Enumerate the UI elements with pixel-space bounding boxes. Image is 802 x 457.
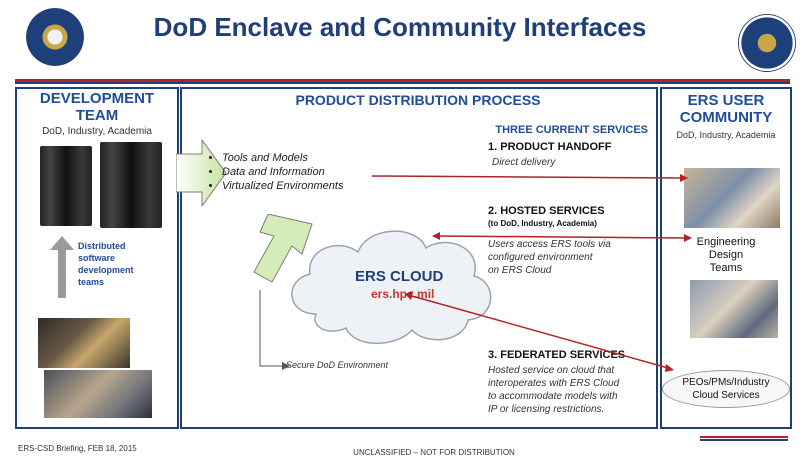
engineering-team-photo-1 [684, 168, 780, 228]
group-label-line: Cloud Services [692, 390, 760, 401]
cloud-label: ERS CLOUD [355, 268, 444, 285]
service3-desc-line: interoperates with ERS Cloud [488, 378, 620, 389]
server-rack-image [40, 146, 92, 226]
group-label-line: Design [708, 249, 744, 261]
secure-env-label: Secure DoD Environment [286, 360, 389, 370]
header-divider-red [15, 79, 790, 82]
dev-team-heading-line1: DEVELOPMENT [39, 90, 155, 107]
footer-divider-red [700, 436, 788, 438]
service3-title: 3. FEDERATED SERVICES [488, 349, 626, 361]
service2-desc-line: on ERS Cloud [488, 265, 552, 276]
engineering-team-photo-2 [690, 280, 778, 338]
service3-connector [411, 295, 669, 369]
developer-photo-2 [44, 370, 152, 418]
peo-cloud-services-box [662, 370, 790, 408]
bullet-item: Virtualized Environments [222, 180, 392, 192]
services-heading: THREE CURRENT SERVICES [495, 124, 648, 136]
service3-arrowhead-right [665, 364, 674, 372]
group-label-line: PEOs/PMs/Industry [682, 377, 770, 388]
bullet-item: Data and Information [222, 166, 392, 178]
service2-arrowhead-left [432, 232, 440, 240]
dev-team-subtitle: DoD, Industry, Academia [42, 126, 152, 137]
peo-cloud-services-label: PEOs/PMs/Industry Cloud Services [662, 376, 790, 402]
ers-cloud-shape [291, 230, 492, 344]
group-label-line: Teams [709, 262, 743, 274]
service3-desc-line: Hosted service on cloud that [488, 365, 615, 376]
service3-desc-line: to accommodate models with [488, 391, 618, 402]
service1-desc: Direct delivery [492, 157, 556, 168]
community-heading-line1: ERS USER [687, 92, 765, 109]
community-subtitle: DoD, Industry, Academia [676, 130, 776, 140]
caption-line: software [78, 253, 116, 263]
dod-seal-logo-right [738, 14, 796, 72]
bullet-item: Tools and Models [222, 152, 392, 164]
dod-seal-logo-left [26, 8, 84, 66]
cloud-upload-arrow-icon [253, 214, 313, 283]
service1-title: 1. PRODUCT HANDOFF [488, 141, 612, 153]
group-label-line: Engineering [696, 236, 756, 248]
server-rack-image-2 [100, 142, 162, 228]
service2-desc: Users access ERS tools via configured en… [488, 238, 611, 277]
dev-team-caption: Distributed software development teams [78, 240, 168, 288]
footer-classification: UNCLASSIFIED – NOT FOR DISTRIBUTION [353, 448, 515, 457]
service2-connector [439, 235, 685, 239]
service1-connector [371, 175, 681, 179]
service3-desc-line: IP or licensing restrictions. [488, 404, 605, 415]
page-title: DoD Enclave and Community Interfaces [153, 12, 647, 42]
service2-desc-line: Users access ERS tools via [488, 239, 611, 250]
caption-line: Distributed [78, 241, 126, 251]
dev-team-heading-line2: TEAM [75, 107, 119, 124]
handoff-arrow-icon [176, 140, 226, 206]
footer-divider-blue [700, 439, 788, 441]
up-arrow-icon [50, 236, 74, 298]
caption-line: teams [78, 277, 105, 287]
service3-desc: Hosted service on cloud that interoperat… [488, 364, 619, 416]
developer-photo-1 [38, 318, 130, 368]
service1-arrowhead [680, 174, 688, 182]
caption-line: development [78, 265, 134, 275]
service2-title: 2. HOSTED SERVICES [488, 205, 605, 217]
footer-briefing-label: ERS-CSD Briefing, FEB 18, 2015 [18, 444, 137, 453]
service2-desc-line: configured environment [488, 252, 593, 263]
community-heading-line2: COMMUNITY [679, 109, 773, 126]
service2-note: (to DoD, Industry, Academia) [488, 219, 597, 228]
distribution-bullets: Tools and Models Data and Information Vi… [210, 152, 392, 194]
header-divider-blue [15, 82, 790, 84]
service2-arrowhead-right [684, 234, 692, 242]
service3-arrowhead-left [405, 291, 413, 300]
secure-env-bracket [259, 290, 290, 370]
engineering-teams-label: Engineering Design Teams [662, 236, 790, 275]
process-heading: PRODUCT DISTRIBUTION PROCESS [295, 92, 541, 108]
